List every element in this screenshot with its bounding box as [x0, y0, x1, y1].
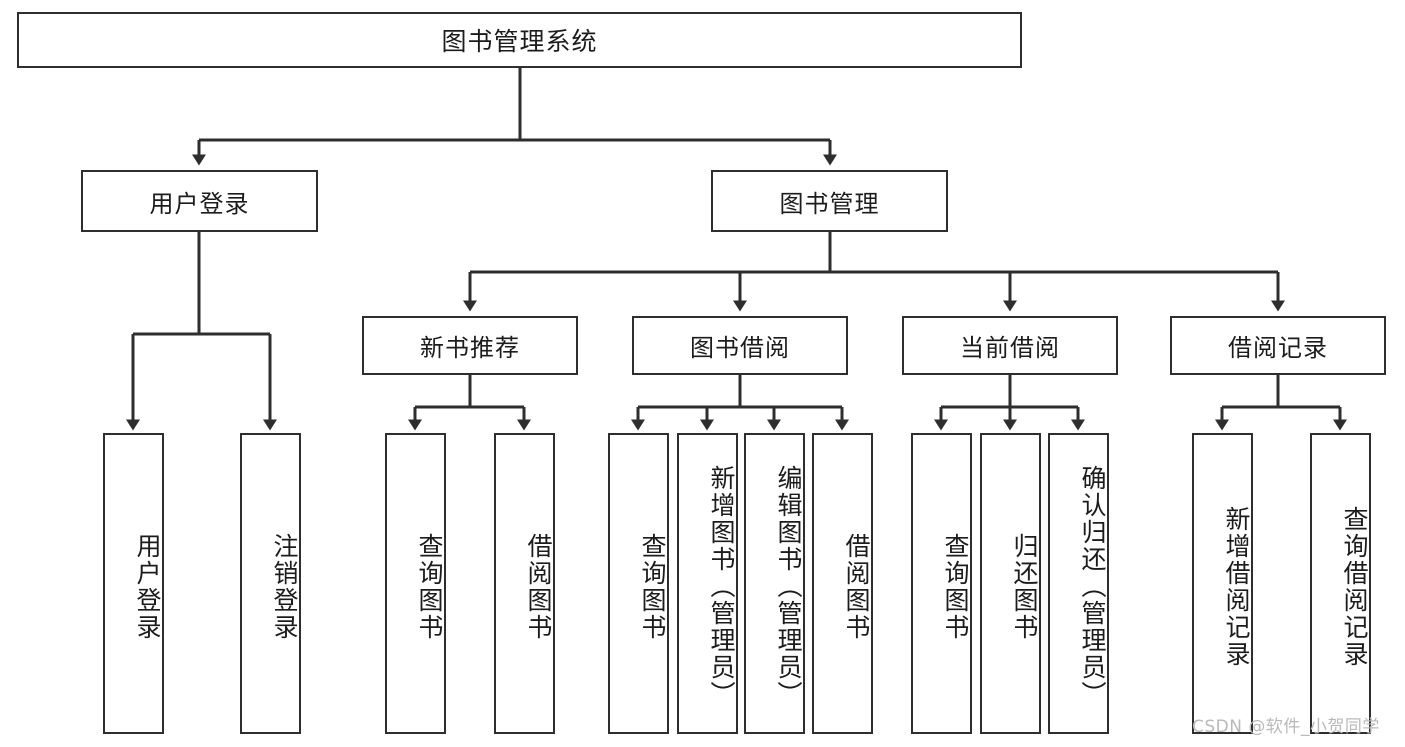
watermark: CSDN @软件_小贺同学	[1192, 717, 1380, 737]
leaf-confirm-return-admin[interactable]: 确认归还（管理员）	[1048, 433, 1109, 734]
node-book-management[interactable]: 图书管理	[711, 170, 948, 232]
leaf-query-borrow-record[interactable]: 查询借阅记录	[1310, 433, 1371, 734]
leaf-label: 新增借阅记录	[1222, 505, 1251, 668]
leaf-label: 新增图书（管理员）	[707, 465, 736, 708]
leaf-label: 查询借阅记录	[1340, 505, 1369, 668]
leaf-borrow-books[interactable]: 借阅图书	[812, 433, 873, 734]
node-root[interactable]: 图书管理系统	[17, 12, 1022, 68]
leaf-label: 注销登录	[270, 532, 299, 641]
node-user-login[interactable]: 用户登录	[81, 170, 318, 232]
leaf-edit-book-admin[interactable]: 编辑图书（管理员）	[744, 433, 805, 734]
leaf-user-login[interactable]: 用户登录	[103, 433, 164, 734]
leaf-label: 借阅图书	[842, 532, 871, 641]
leaf-query-books-borrow[interactable]: 查询图书	[608, 433, 669, 734]
leaf-label: 查询图书	[941, 532, 970, 641]
leaf-label: 编辑图书（管理员）	[774, 465, 803, 708]
leaf-query-books-new[interactable]: 查询图书	[385, 433, 446, 734]
leaf-label: 用户登录	[133, 532, 162, 641]
leaf-borrow-books-new[interactable]: 借阅图书	[494, 433, 555, 734]
node-current-borrow[interactable]: 当前借阅	[902, 316, 1118, 375]
leaf-return-books[interactable]: 归还图书	[980, 433, 1041, 734]
leaf-add-borrow-record[interactable]: 新增借阅记录	[1192, 433, 1253, 734]
node-borrow-records[interactable]: 借阅记录	[1170, 316, 1386, 375]
node-new-book-recommend[interactable]: 新书推荐	[362, 316, 578, 375]
leaf-label: 确认归还（管理员）	[1078, 465, 1107, 708]
leaf-label: 查询图书	[415, 532, 444, 641]
leaf-query-books-current[interactable]: 查询图书	[911, 433, 972, 734]
leaf-add-book-admin[interactable]: 新增图书（管理员）	[677, 433, 738, 734]
leaf-logout[interactable]: 注销登录	[240, 433, 301, 734]
leaf-label: 查询图书	[638, 532, 667, 641]
node-book-borrow[interactable]: 图书借阅	[632, 316, 848, 375]
leaf-label: 归还图书	[1010, 532, 1039, 641]
leaf-label: 借阅图书	[524, 532, 553, 641]
